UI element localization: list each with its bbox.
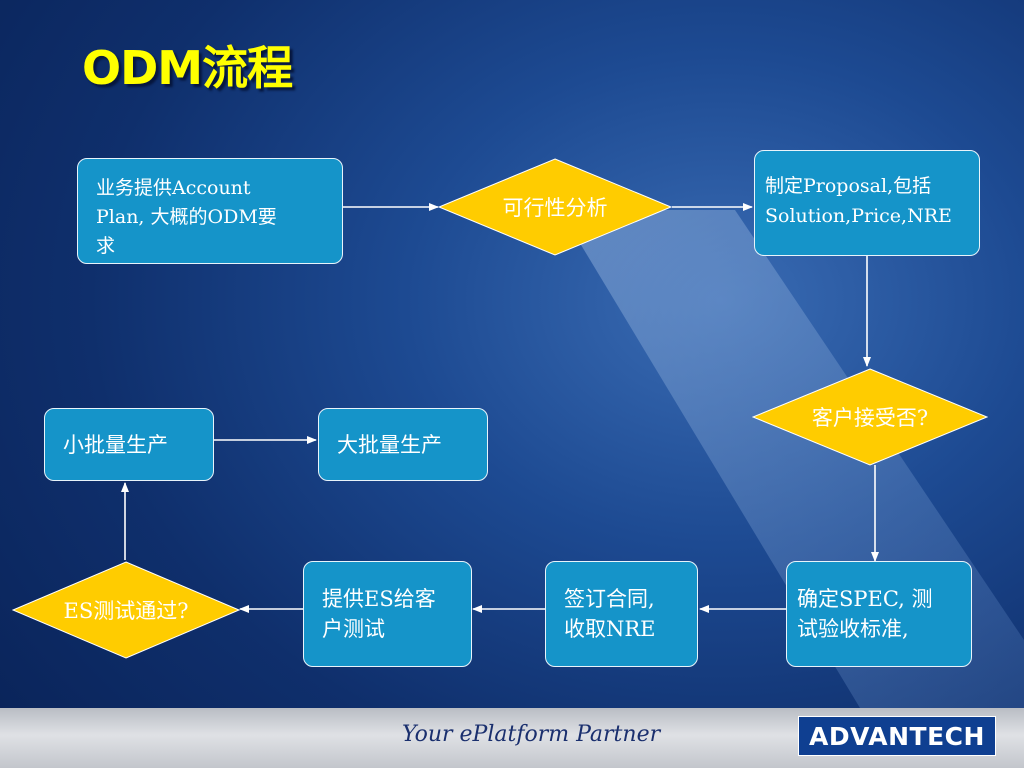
step-spec-line-2: 试验收标准,	[797, 617, 909, 641]
step-contract-line-2: 收取NRE	[564, 617, 656, 641]
step-small-batch: 小批量生产	[44, 408, 214, 481]
slide-title: ODM流程	[82, 41, 293, 95]
diamond-shape	[752, 368, 988, 466]
step-proposal: 制定Proposal,包括 Solution,Price,NRE	[754, 150, 980, 256]
decision-es-test-label: ES测试通过?	[63, 599, 189, 623]
step-spec: 确定SPEC, 测 试验收标准,	[786, 561, 972, 667]
step-contract: 签订合同, 收取NRE	[545, 561, 698, 667]
step-account-plan-line-2: Plan, 大概的ODM要	[96, 206, 277, 228]
step-es-provide: 提供ES给客 户测试	[303, 561, 472, 667]
decision-customer-accept: 客户接受否?	[752, 368, 988, 466]
decision-feasibility: 可行性分析	[438, 158, 672, 256]
decision-es-test: ES测试通过?	[12, 561, 240, 659]
footer-slogan: Your ePlatform Partner	[402, 722, 661, 747]
step-contract-line-1: 签订合同,	[564, 587, 655, 611]
step-account-plan: 业务提供Account Plan, 大概的ODM要 求	[77, 158, 343, 264]
step-es-provide-line-2: 户测试	[322, 617, 385, 641]
step-account-plan-line-3: 求	[96, 235, 116, 257]
diamond-shape	[438, 158, 672, 256]
step-es-provide-line-1: 提供ES给客	[322, 587, 436, 611]
step-proposal-line-1: 制定Proposal,包括	[765, 175, 932, 197]
diamond-shape	[12, 561, 240, 659]
step-proposal-line-2: Solution,Price,NRE	[765, 205, 952, 227]
step-spec-line-1: 确定SPEC, 测	[797, 587, 933, 611]
flow-connectors	[121, 203, 879, 613]
decision-customer-accept-label: 客户接受否?	[811, 406, 929, 430]
step-mass-production: 大批量生产	[318, 408, 488, 481]
advantech-logo: ADVANTECH	[798, 716, 996, 756]
step-account-plan-line-1: 业务提供Account	[96, 177, 251, 199]
decision-feasibility-label: 可行性分析	[502, 196, 608, 220]
